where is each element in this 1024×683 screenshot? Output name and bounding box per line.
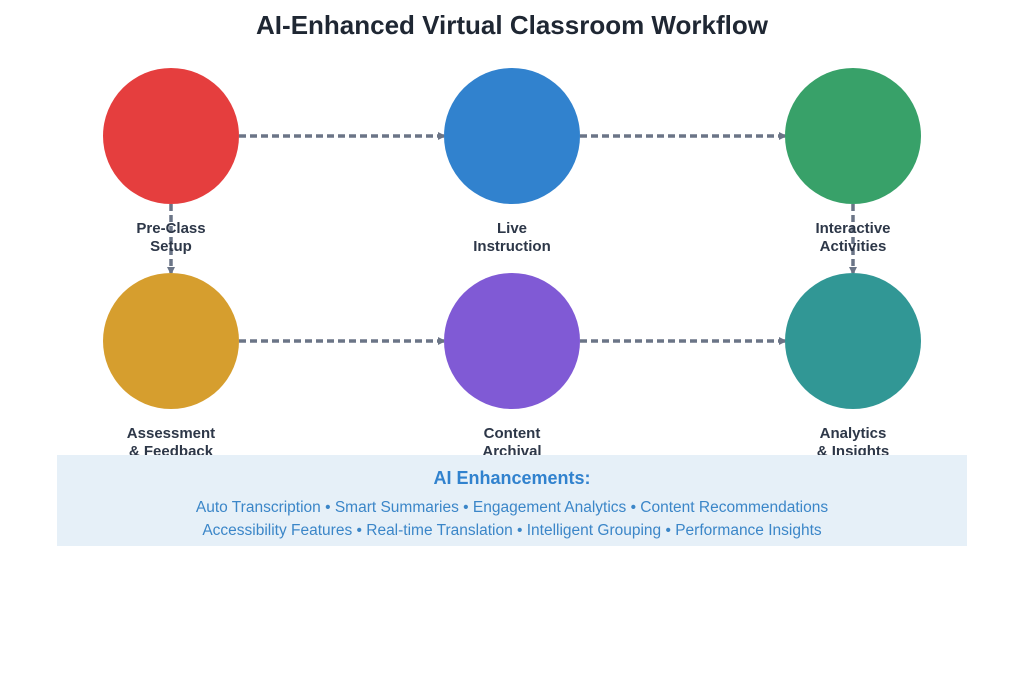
node-label-line: Activities [820, 238, 887, 255]
node-label-assessment-feedback: Assessment& Feedback [127, 425, 215, 460]
connectors [167, 132, 857, 345]
node-label-line: Pre-Class [136, 220, 205, 237]
node-label-line: Setup [150, 238, 192, 255]
node-label-line: Instruction [473, 238, 551, 255]
node-label-line: Analytics [820, 425, 887, 442]
node-circle-pre-class-setup [103, 68, 239, 204]
ai-enhancements-background [57, 455, 967, 546]
ai-enhancements-panel: AI Enhancements: Auto Transcription • Sm… [57, 455, 967, 546]
node-label-line: Assessment [127, 425, 215, 442]
node-circle-content-archival [444, 273, 580, 409]
node-analytics-insights: Analytics& Insights [785, 273, 921, 460]
node-label-line: Live [497, 220, 527, 237]
diagram-title: AI-Enhanced Virtual Classroom Workflow [256, 10, 769, 40]
node-circle-interactive-activities [785, 68, 921, 204]
node-label-line: Interactive [815, 220, 890, 237]
node-circle-live-instruction [444, 68, 580, 204]
ai-enhancements-line-1: Auto Transcription • Smart Summaries • E… [196, 499, 829, 516]
node-circle-analytics-insights [785, 273, 921, 409]
node-circle-assessment-feedback [103, 273, 239, 409]
node-label-analytics-insights: Analytics& Insights [817, 425, 890, 460]
node-assessment-feedback: Assessment& Feedback [103, 273, 239, 460]
ai-enhancements-title: AI Enhancements: [433, 468, 590, 488]
node-label-line: Content [484, 425, 541, 442]
ai-enhancements-line-2: Accessibility Features • Real-time Trans… [202, 522, 822, 539]
